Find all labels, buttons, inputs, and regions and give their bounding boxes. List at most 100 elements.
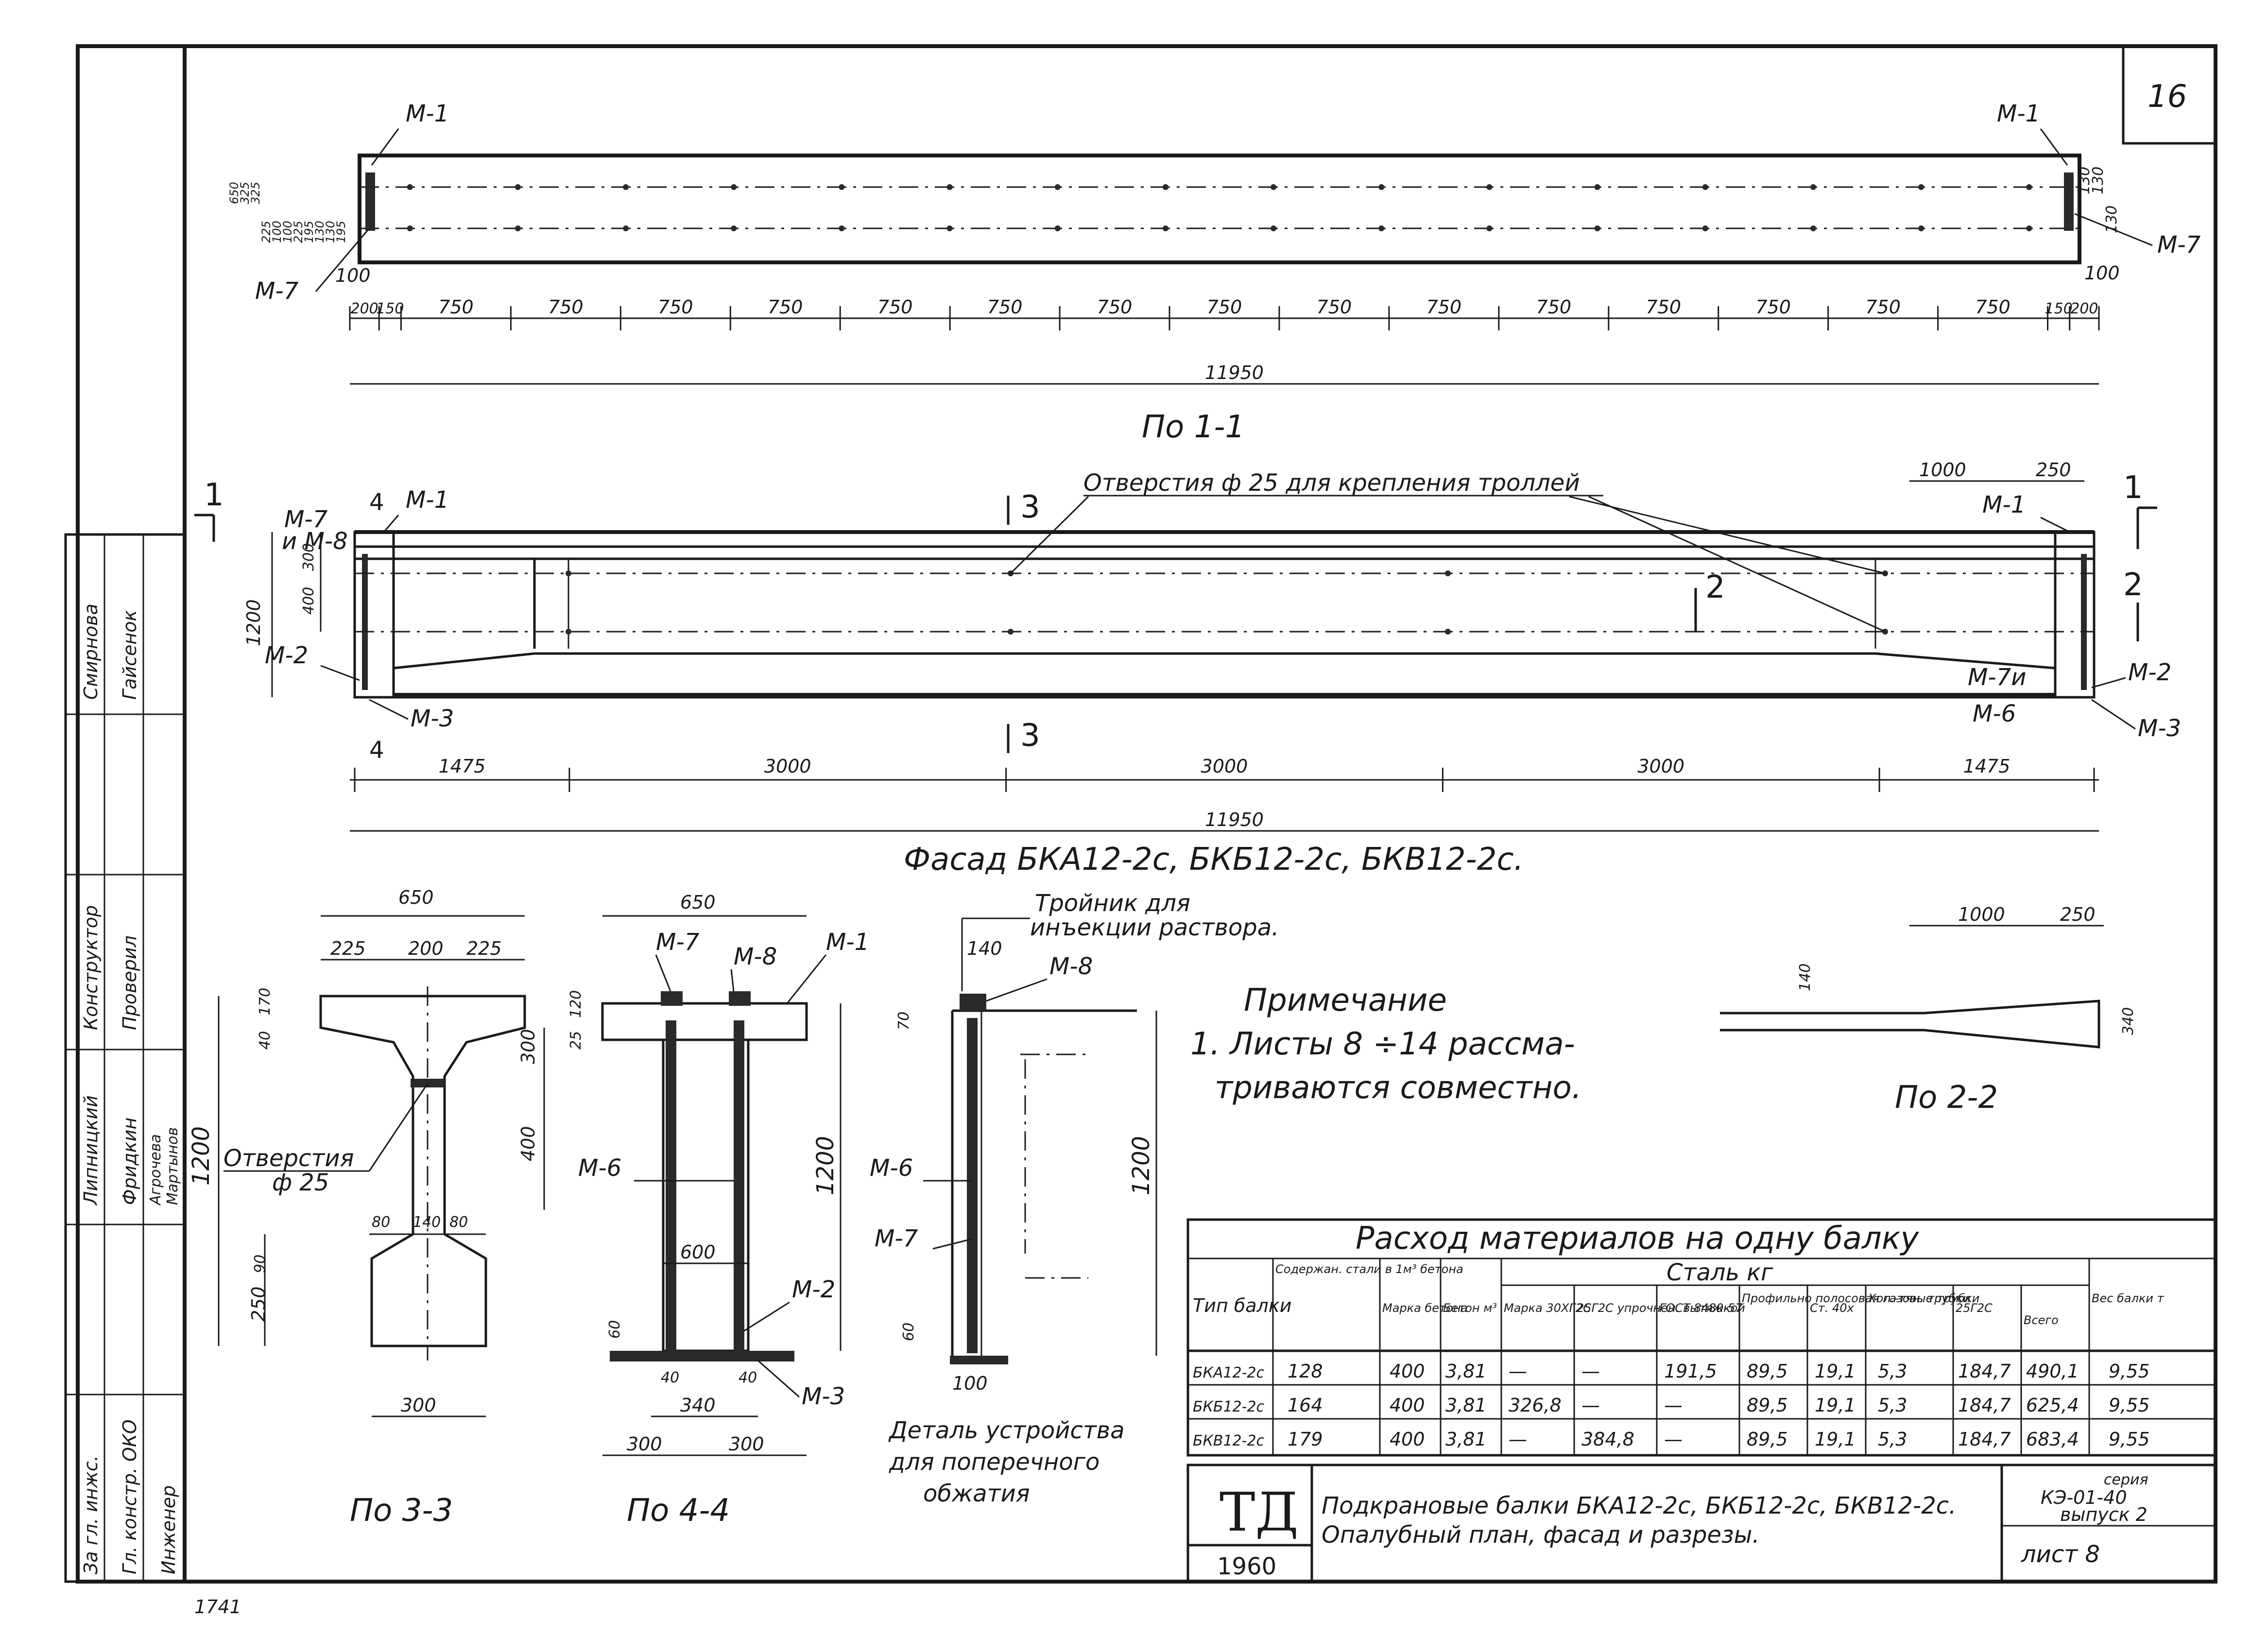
- title-sheet: лист 8: [2021, 1541, 2100, 1568]
- plan-hole: [515, 184, 521, 190]
- s44-height: 1200: [812, 1136, 839, 1195]
- plan-hole: [731, 184, 737, 190]
- plan-span-label: 750: [1975, 296, 2010, 318]
- s44-m2: М-2: [792, 1276, 835, 1303]
- table-cell: 9,55: [2109, 1361, 2150, 1382]
- s33-web-dim-3: 80: [449, 1214, 468, 1231]
- table-cell: 19,1: [1815, 1361, 1856, 1382]
- s33-top-width: 650: [398, 887, 434, 908]
- facade-sec2-right: 2: [2123, 567, 2143, 603]
- facade-right-m2: М-2: [2128, 659, 2171, 686]
- s33-title: По 3-3: [350, 1493, 453, 1529]
- th-total: Всего: [2024, 1313, 2059, 1327]
- facade-sec1-right: 1: [2123, 470, 2143, 506]
- stamp-role-1: За гл. инжс.: [80, 1455, 102, 1574]
- s44-bottom-dim-2: 40: [739, 1369, 757, 1386]
- table-cell: 184,7: [1958, 1395, 2011, 1416]
- table-cell: 5,3: [1878, 1429, 1907, 1450]
- plan-hole: [1162, 225, 1168, 231]
- plan-hole: [1918, 184, 1924, 190]
- detail-title-2: для поперечного: [889, 1448, 1100, 1476]
- plan-left-dim: 325: [238, 182, 252, 204]
- th-content: Содержан. стали в 1м³ бетона: [1275, 1262, 1463, 1276]
- s33-top-dim-3: 225: [466, 938, 502, 959]
- facade-right-m7: М-7и: [1968, 664, 2026, 691]
- th-concrete-grade: Марка бетона: [1382, 1301, 1468, 1315]
- plan-left-dim: 325: [249, 182, 262, 204]
- section-33: 650 225 200 225 1200 40 170 300 400 90 2…: [188, 887, 545, 1529]
- table-cell: 400: [1390, 1361, 1425, 1382]
- plan-left-dim: 650: [227, 182, 241, 204]
- table-cell: 179: [1288, 1429, 1323, 1450]
- s44-m3: М-3: [802, 1383, 845, 1410]
- stamp-name-4: Фридкин: [119, 1118, 140, 1205]
- stamp-name-8: Мартынов: [164, 1127, 181, 1205]
- plan-left-bottom: 100: [335, 265, 371, 286]
- table-cell: —: [1664, 1429, 1683, 1450]
- plan-span-label: 750: [877, 296, 913, 318]
- detail-tee-2: инъекции раствора.: [1030, 914, 1279, 941]
- table-cell: 89,5: [1747, 1429, 1788, 1450]
- facade-sec1-left: 1: [204, 477, 224, 513]
- stamp-name-6: Гайсенок: [119, 610, 140, 700]
- plan-hole: [2026, 225, 2032, 231]
- series-code: КЭ-01-40: [2041, 1487, 2127, 1508]
- facade-dim-250: 250: [2036, 459, 2071, 481]
- plan-hole: [1054, 184, 1061, 190]
- facade-sec2-mid: 2: [1705, 569, 1725, 605]
- table-cell: 191,5: [1664, 1361, 1717, 1382]
- plan-span-label: 750: [1207, 296, 1242, 318]
- plan-left-dim: 195: [302, 221, 316, 243]
- signature-stamp: За гл. инжс. Гл. констр. ОКО Инженер Лип…: [64, 533, 186, 1583]
- detail-title-1: Деталь устройства: [888, 1417, 1124, 1444]
- s33-height: 1200: [188, 1126, 215, 1186]
- table-cell: 3,81: [1445, 1361, 1487, 1382]
- facade-right-m1: М-1: [1982, 491, 2026, 518]
- stamp-name-2: Конструктор: [80, 905, 102, 1030]
- th-grade: Марка 30ХГ2С: [1504, 1301, 1591, 1315]
- table-cell: 3,81: [1445, 1395, 1487, 1416]
- facade-span-label: 3000: [1201, 756, 1248, 777]
- th-pipes: Хол.-тян. трубки: [1867, 1292, 1970, 1305]
- section-44: 650 М-7 М-8 М-1 М-6 М-2 М-3 25 120 1200 …: [567, 892, 869, 1529]
- facade-sec3-top: 3: [1020, 489, 1040, 525]
- stamp-role-3: Инженер: [158, 1485, 179, 1574]
- s44-top-width: 650: [680, 892, 716, 913]
- plan-span-label: 750: [987, 296, 1023, 318]
- s22-dim-end: 250: [2060, 904, 2096, 925]
- plan-hole: [623, 184, 629, 190]
- plan-span-label: 200: [350, 300, 378, 317]
- table-cell: 683,4: [2026, 1429, 2079, 1450]
- s33-bot-dim-90: 90: [252, 1255, 269, 1273]
- note-line-1: 1. Листы 8 ÷14 рассма-: [1190, 1026, 1575, 1062]
- plan-span-label: 150: [376, 300, 404, 317]
- plan-hole: [1918, 225, 1924, 231]
- plan-left-dim: 195: [334, 221, 348, 243]
- th-gost: ГОСТ 8480-57: [1659, 1301, 1743, 1315]
- plan-hole: [2026, 184, 2032, 190]
- series-issue: выпуск 2: [2060, 1504, 2148, 1525]
- plan-hole: [515, 225, 521, 231]
- table-cell: —: [1581, 1361, 1600, 1382]
- plan-span-label: 750: [548, 296, 584, 318]
- table-row-type: БКА12-2с: [1193, 1364, 1264, 1381]
- th-reinf: 25Г2С упрочнен. вытяжкой: [1577, 1301, 1745, 1315]
- s33-bottom-width: 300: [401, 1395, 436, 1416]
- table-cell: —: [1581, 1395, 1600, 1416]
- facade-hole: [566, 570, 571, 576]
- facade-dim-300: 300: [300, 543, 317, 571]
- plan-right-dim: 130: [2103, 206, 2120, 233]
- table-row-type: БКБ12-2с: [1193, 1398, 1265, 1415]
- plan-span-label: 750: [1755, 296, 1791, 318]
- facade-span-label: 1475: [1963, 756, 2010, 777]
- facade-span-label: 3000: [764, 756, 811, 777]
- s33-web-dim-1: 80: [372, 1214, 390, 1231]
- sheet-number: 16: [2148, 79, 2187, 115]
- facade-title: Фасад БКА12-2с, БКБ12-2с, БКВ12-2с.: [904, 842, 1524, 878]
- plan-span-label: 750: [768, 296, 803, 318]
- plan-span-label: 150: [2045, 300, 2073, 317]
- facade-dim-400: 400: [300, 587, 317, 615]
- plan-hole: [1486, 184, 1493, 190]
- plan-left-dim: 225: [259, 221, 273, 243]
- plan-hole: [839, 225, 845, 231]
